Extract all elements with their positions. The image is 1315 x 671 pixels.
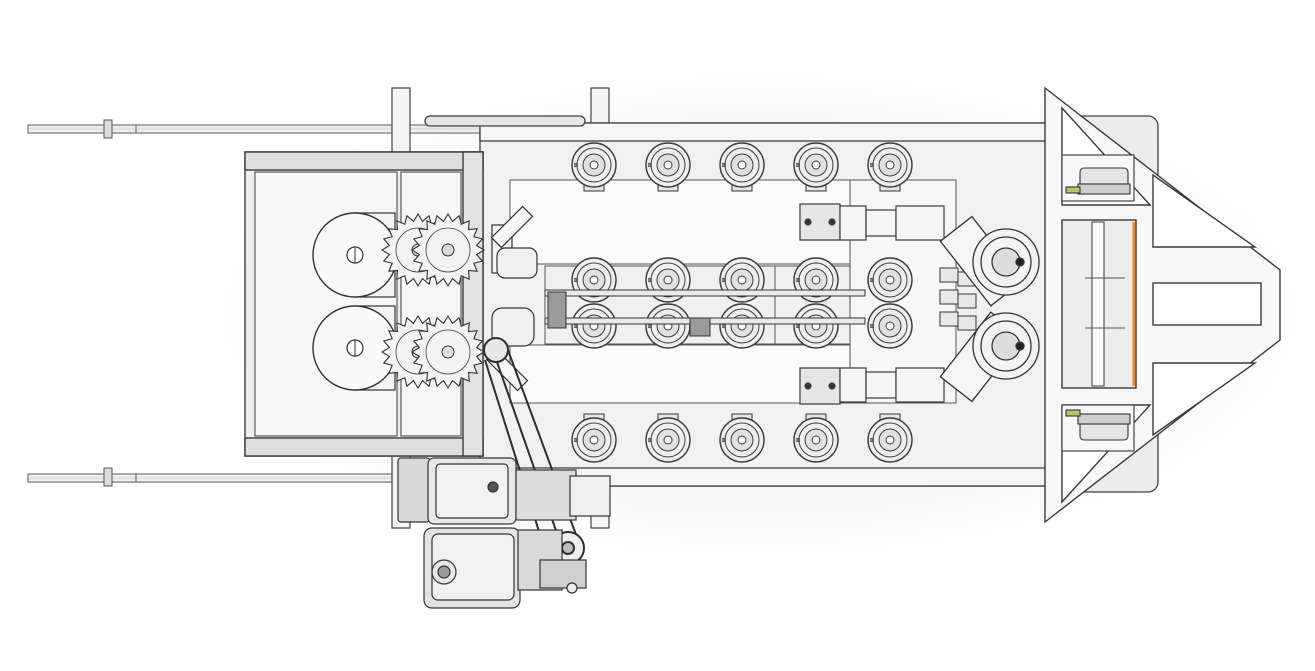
guide-wheel <box>867 257 913 303</box>
center-shafts <box>544 289 866 337</box>
cutter-disc-bottom <box>939 311 1040 403</box>
guide-wheel <box>645 413 691 463</box>
clamp-cylinders <box>799 203 945 405</box>
tow-bar-top-collar <box>103 119 113 139</box>
engine-lower <box>423 527 587 609</box>
guide-wheel <box>867 142 913 192</box>
guide-wheel <box>645 303 691 349</box>
guide-wheel <box>719 142 765 192</box>
guide-wheel <box>793 142 839 192</box>
clamp-cylinder-top <box>799 203 945 241</box>
belt-pulley-top <box>483 337 509 363</box>
engine-upper <box>397 457 611 525</box>
hitch-bearing-top <box>1061 154 1135 202</box>
feed-roller <box>312 212 398 298</box>
guide-wheel <box>793 413 839 463</box>
hitch-bearing-bottom <box>1061 404 1135 452</box>
drive-gear <box>410 212 486 288</box>
drive-gears <box>380 212 486 390</box>
clamp-cylinder-bottom <box>799 367 945 405</box>
engines <box>397 457 611 609</box>
tow-bar-bottom-collar <box>103 467 113 487</box>
guide-wheel <box>793 303 839 349</box>
frame-back-capsule <box>424 115 586 127</box>
feed-roller <box>312 305 398 391</box>
guide-wheel <box>867 413 913 463</box>
feed-rollers <box>312 212 398 391</box>
fan-blade-top <box>490 205 538 279</box>
hitch-inner-cut-upper-right <box>1152 173 1258 248</box>
feed-box <box>244 151 484 457</box>
guide-wheel <box>719 413 765 463</box>
guide-wheel <box>645 142 691 192</box>
guide-wheel <box>571 303 617 349</box>
feed-box-panel-right <box>400 171 462 437</box>
cutter-disc-top <box>939 215 1040 307</box>
guide-wheel <box>571 413 617 463</box>
hitch-bearings <box>1061 154 1135 452</box>
drive-gear <box>410 314 486 390</box>
hitch-inner-cut-lower-right <box>1152 362 1258 437</box>
guide-wheel <box>867 303 913 349</box>
hitch-center-shaft <box>1091 221 1105 387</box>
feed-box-panel-left <box>254 171 398 437</box>
guide-wheel <box>571 142 617 192</box>
tow-bar-bottom <box>27 473 429 483</box>
hitch-inner-slot <box>1152 282 1262 326</box>
cutter-discs <box>939 215 1040 403</box>
guide-wheel <box>719 303 765 349</box>
